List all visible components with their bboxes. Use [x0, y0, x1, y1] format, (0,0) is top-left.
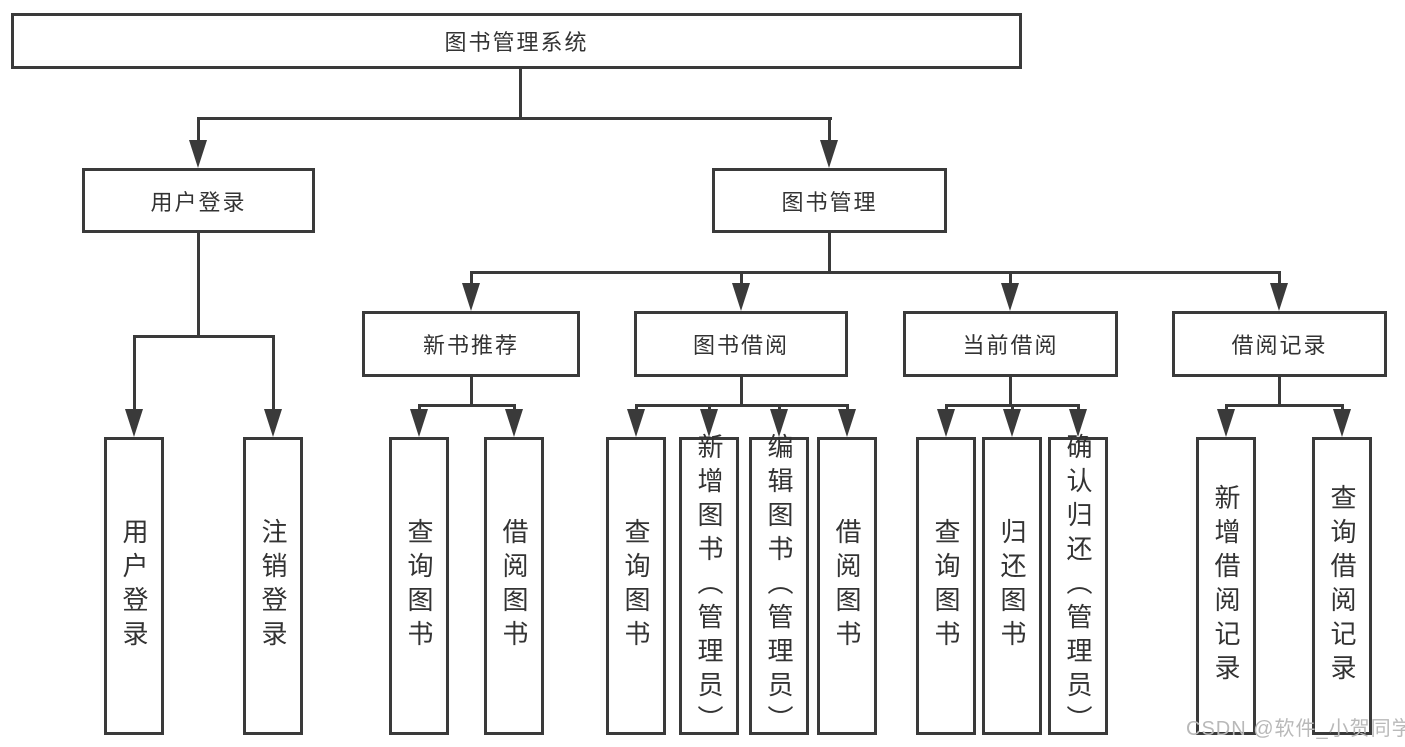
- connector-vline: [828, 117, 831, 143]
- arrow-down-icon: [1270, 283, 1288, 311]
- connector-vline: [197, 117, 200, 143]
- node-user-login-label: 用户登录: [150, 189, 247, 215]
- connector-vline: [272, 335, 275, 411]
- node-book-borrowing: 图书借阅: [634, 311, 848, 377]
- leaf-label: 查询图书: [404, 518, 434, 654]
- leaf-label: 确认归还（管理员）: [1063, 433, 1093, 739]
- connector-vline: [740, 271, 743, 285]
- connector-vline: [740, 377, 743, 407]
- connector-vline: [1009, 377, 1012, 407]
- node-leaf-query-books-1: 查询图书: [389, 437, 449, 735]
- connector-vline: [197, 233, 200, 338]
- connector-vline: [635, 404, 638, 412]
- connector-vline: [1278, 377, 1281, 407]
- node-root: 图书管理系统: [11, 13, 1022, 69]
- node-leaf-return-books: 归还图书: [982, 437, 1042, 735]
- arrow-down-icon: [838, 409, 856, 437]
- node-borrowing-records: 借阅记录: [1172, 311, 1387, 377]
- connector-hline: [133, 335, 275, 338]
- connector-hline: [418, 404, 516, 407]
- node-root-label: 图书管理系统: [444, 30, 589, 55]
- leaf-label: 查询图书: [931, 518, 961, 654]
- node-book-borrowing-label: 图书借阅: [692, 333, 789, 358]
- connector-vline: [846, 404, 849, 412]
- connector-hline: [1225, 404, 1344, 407]
- arrow-down-icon: [410, 409, 428, 437]
- connector-vline: [470, 271, 473, 285]
- node-leaf-query-borrow-record: 查询借阅记录: [1312, 437, 1372, 735]
- connector-hline: [470, 271, 1281, 274]
- connector-vline: [1011, 404, 1014, 412]
- leaf-label: 归还图书: [997, 518, 1027, 654]
- connector-vline: [513, 404, 516, 412]
- node-leaf-query-books-3: 查询图书: [916, 437, 976, 735]
- node-current-borrowing: 当前借阅: [903, 311, 1118, 377]
- connector-vline: [1009, 271, 1012, 285]
- arrow-down-icon: [125, 409, 143, 437]
- connector-hline: [197, 117, 832, 120]
- connector-vline: [133, 335, 136, 411]
- arrow-down-icon: [264, 409, 282, 437]
- node-leaf-logout: 注销登录: [243, 437, 303, 735]
- node-leaf-borrow-books-2: 借阅图书: [817, 437, 877, 735]
- arrow-down-icon: [1217, 409, 1235, 437]
- arrow-down-icon: [700, 409, 718, 437]
- node-leaf-borrow-books-1: 借阅图书: [484, 437, 544, 735]
- node-book-management: 图书管理: [712, 168, 947, 233]
- leaf-label: 新增借阅记录: [1211, 484, 1241, 688]
- arrow-down-icon: [505, 409, 523, 437]
- node-new-book-recommend-label: 新书推荐: [422, 333, 519, 358]
- leaf-label: 查询借阅记录: [1327, 484, 1357, 688]
- arrow-down-icon: [937, 409, 955, 437]
- connector-vline: [828, 233, 831, 274]
- connector-vline: [1225, 404, 1228, 412]
- arrow-down-icon: [732, 283, 750, 311]
- node-leaf-edit-books-admin: 编辑图书（管理员）: [749, 433, 809, 739]
- leaf-label: 借阅图书: [832, 518, 862, 654]
- arrow-down-icon: [770, 409, 788, 437]
- node-new-book-recommend: 新书推荐: [362, 311, 580, 377]
- node-leaf-add-borrow-record: 新增借阅记录: [1196, 437, 1256, 735]
- node-book-management-label: 图书管理: [781, 189, 878, 215]
- arrow-down-icon: [1003, 409, 1021, 437]
- arrow-down-icon: [627, 409, 645, 437]
- arrow-down-icon: [189, 140, 207, 168]
- connector-vline: [1341, 404, 1344, 412]
- node-leaf-query-books-2: 查询图书: [606, 437, 666, 735]
- connector-vline: [945, 404, 948, 412]
- node-leaf-confirm-return: 确认归还（管理员）: [1048, 433, 1108, 739]
- arrow-down-icon: [1333, 409, 1351, 437]
- connector-vline: [1077, 404, 1080, 412]
- leaf-label: 编辑图书（管理员）: [764, 433, 794, 739]
- node-user-login: 用户登录: [82, 168, 315, 233]
- leaf-label: 借阅图书: [499, 518, 529, 654]
- connector-vline: [1278, 271, 1281, 285]
- connector-vline: [778, 404, 781, 412]
- arrow-down-icon: [462, 283, 480, 311]
- watermark: CSDN @软件_小贺同学: [1186, 718, 1405, 740]
- leaf-label: 新增图书（管理员）: [694, 433, 724, 739]
- leaf-label: 查询图书: [621, 518, 651, 654]
- arrow-down-icon: [1001, 283, 1019, 311]
- arrow-down-icon: [820, 140, 838, 168]
- connector-vline: [519, 68, 522, 120]
- node-leaf-add-books-admin: 新增图书（管理员）: [679, 433, 739, 739]
- connector-hline: [635, 404, 849, 407]
- node-leaf-user-login: 用户登录: [104, 437, 164, 735]
- node-borrowing-records-label: 借阅记录: [1231, 333, 1328, 358]
- connector-vline: [418, 404, 421, 412]
- leaf-label: 用户登录: [119, 518, 149, 654]
- connector-vline: [470, 377, 473, 407]
- leaf-label: 注销登录: [258, 518, 288, 654]
- arrow-down-icon: [1069, 409, 1087, 437]
- node-current-borrowing-label: 当前借阅: [962, 333, 1059, 358]
- connector-vline: [708, 404, 711, 412]
